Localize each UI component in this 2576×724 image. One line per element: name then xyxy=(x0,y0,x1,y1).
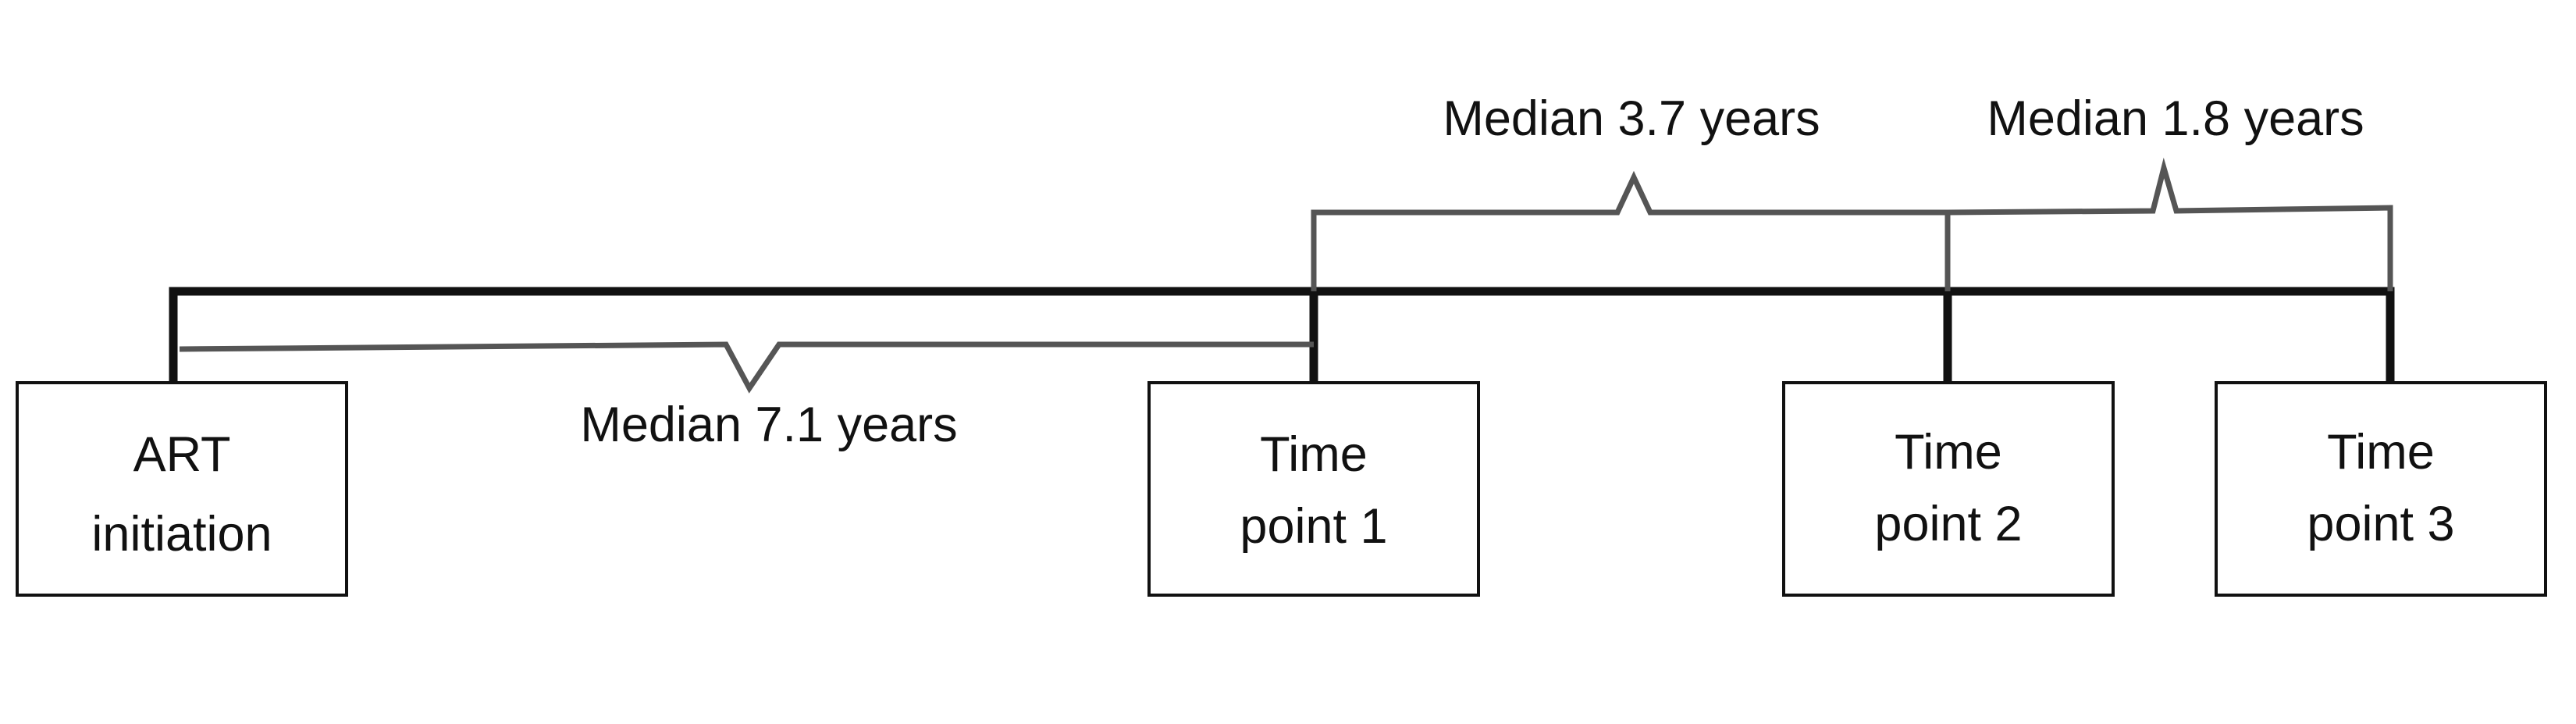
box-art-initiation: ART initiation xyxy=(16,381,348,597)
interval-label-7-1-years: Median 7.1 years xyxy=(580,398,957,452)
box-time-point-1-line2: point 1 xyxy=(1240,499,1387,554)
bracket-7-1-years xyxy=(179,341,1314,394)
box-time-point-1-line1: Time xyxy=(1260,427,1368,482)
interval-label-1-8-years: Median 1.8 years xyxy=(1987,91,2364,146)
box-time-point-3-line1: Time xyxy=(2327,425,2435,480)
box-time-point-3-line2: point 3 xyxy=(2307,497,2454,551)
bracket-3-7-years xyxy=(1311,170,1951,291)
box-time-point-1: Time point 1 xyxy=(1147,381,1480,597)
box-art-initiation-line2: initiation xyxy=(91,507,272,562)
bracket-1-8-years xyxy=(1947,157,2393,291)
box-art-initiation-line1: ART xyxy=(133,427,231,482)
box-time-point-2-line2: point 2 xyxy=(1874,497,2022,551)
box-time-point-2-line1: Time xyxy=(1895,425,2002,480)
interval-label-3-7-years: Median 3.7 years xyxy=(1443,91,1820,146)
box-time-point-3: Time point 3 xyxy=(2215,381,2547,597)
box-time-point-2: Time point 2 xyxy=(1782,381,2115,597)
